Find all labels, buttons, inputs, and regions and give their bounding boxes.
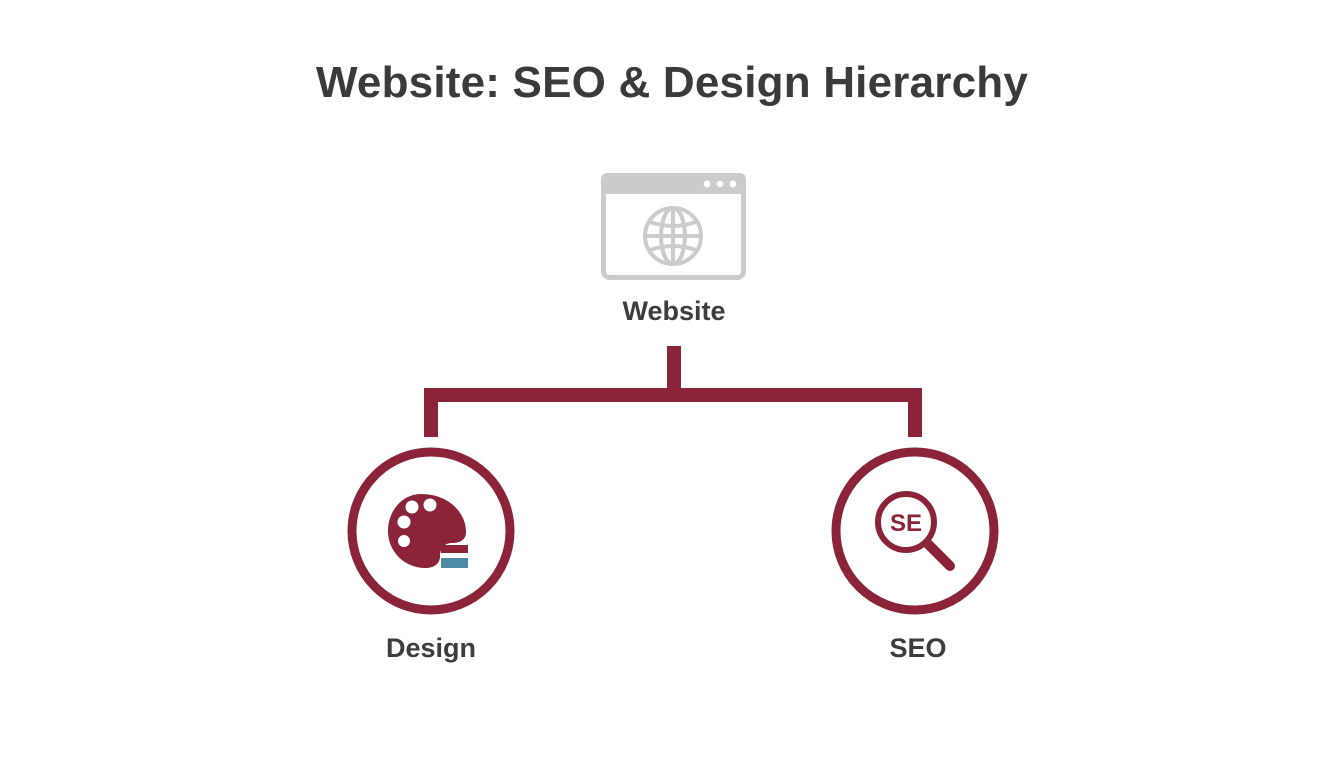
seo-magnifier-icon: SE <box>875 491 955 571</box>
seo-node: SE <box>831 447 999 615</box>
seo-icon-text: SE <box>890 510 922 537</box>
root-node-label: Website <box>622 296 726 326</box>
page-title: Website: SEO & Design Hierarchy <box>315 58 1029 107</box>
browser-globe-icon <box>601 173 746 280</box>
paint-palette-icon <box>388 494 468 568</box>
connector-lines <box>424 346 922 437</box>
globe-icon <box>643 206 703 266</box>
design-node-label: Design <box>385 633 477 663</box>
design-node <box>347 447 515 615</box>
seo-node-label: SEO <box>889 633 947 663</box>
